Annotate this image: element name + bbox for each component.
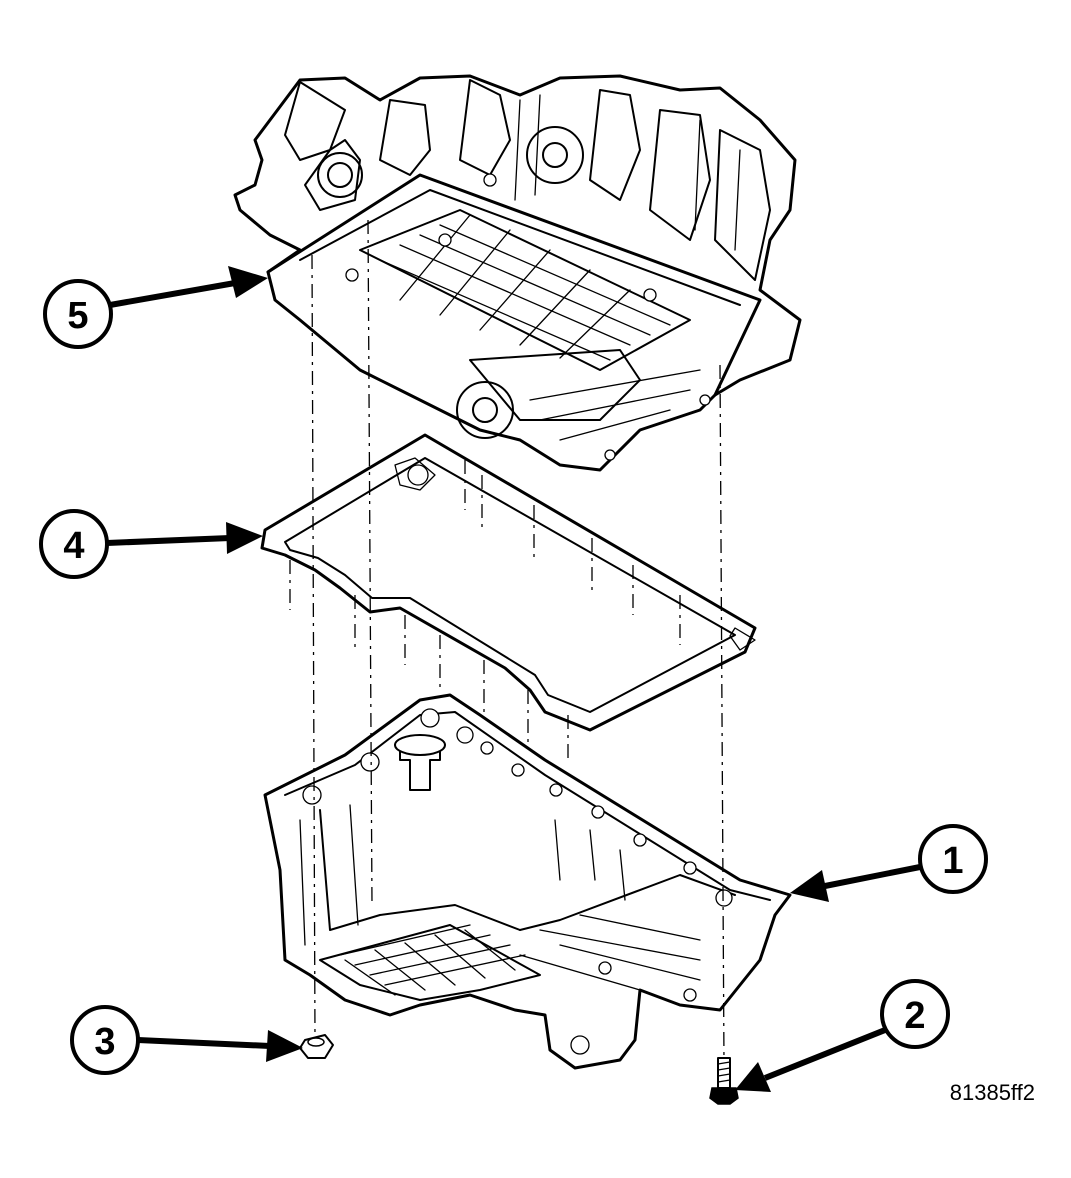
oil-pan-gasket-drawing [260, 433, 757, 732]
callout-2: 2 [735, 979, 950, 1092]
callout-5-number: 5 [67, 295, 88, 337]
alignment-lines [289, 219, 725, 1066]
callout-1: 1 [790, 824, 988, 902]
oil-pan-nut-drawing [299, 1034, 334, 1059]
callout-1-number: 1 [942, 840, 963, 882]
callout-5: 5 [43, 266, 268, 349]
engine-block-drawing [233, 74, 802, 472]
oil-pan-drawing [263, 693, 792, 1070]
callout-3-number: 3 [94, 1021, 115, 1063]
callout-2-number: 2 [904, 995, 925, 1037]
callout-4: 4 [39, 509, 263, 579]
oil-pan-bolt-drawing [709, 1057, 739, 1105]
figure-code: 81385ff2 [949, 1080, 1035, 1105]
callout-3: 3 [70, 1005, 303, 1075]
callout-4-number: 4 [63, 525, 84, 567]
